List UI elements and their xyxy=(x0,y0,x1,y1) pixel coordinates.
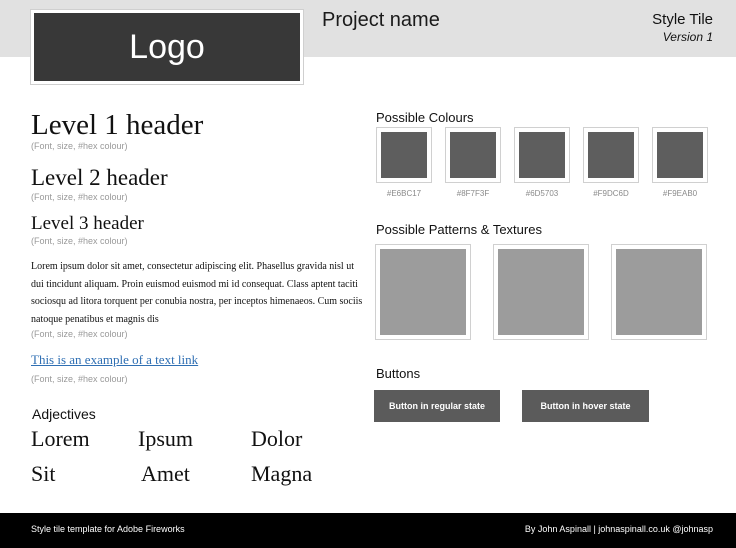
pattern-tile-fill xyxy=(498,249,584,335)
example-text-link[interactable]: This is an example of a text link xyxy=(31,352,199,367)
colour-hex-code: #F9DC6D xyxy=(593,189,629,198)
pattern-tile xyxy=(611,244,707,340)
patterns-title: Possible Patterns & Textures xyxy=(376,222,542,237)
pattern-tile-fill xyxy=(616,249,702,335)
colours-title: Possible Colours xyxy=(376,110,474,125)
body-font-note: (Font, size, #hex colour) xyxy=(31,329,128,339)
logo-frame: Logo xyxy=(30,9,304,85)
style-tile-title: Style Tile xyxy=(652,11,713,28)
pattern-tile xyxy=(493,244,589,340)
colour-swatch-fill xyxy=(657,132,703,178)
link-font-note: (Font, size, #hex colour) xyxy=(31,374,128,384)
level-2-header: Level 2 header xyxy=(31,165,168,190)
level-1-header: Level 1 header xyxy=(31,109,204,141)
colour-hex-code: #6D5703 xyxy=(525,189,559,198)
footer-template-note: Style tile template for Adobe Fireworks xyxy=(31,524,185,534)
adjective-word: Magna xyxy=(251,461,313,486)
footer-credit: By John Aspinall | johnaspinall.co.uk @j… xyxy=(524,524,713,534)
logo: Logo xyxy=(34,13,300,81)
footer-bar xyxy=(0,513,736,548)
adjectives-title: Adjectives xyxy=(32,406,96,422)
version-label: Version 1 xyxy=(662,30,713,44)
colour-hex-code: #E6BC17 xyxy=(386,189,422,198)
pattern-tile xyxy=(375,244,471,340)
regular-state-button[interactable]: Button in regular state xyxy=(374,390,500,422)
colour-swatch xyxy=(445,127,501,183)
adjective-word: Ipsum xyxy=(138,426,193,451)
project-name: Project name xyxy=(322,9,440,31)
level-3-header: Level 3 header xyxy=(31,213,144,234)
colour-swatch xyxy=(376,127,432,183)
colour-swatch-fill xyxy=(519,132,565,178)
colour-swatch-fill xyxy=(588,132,634,178)
h2-font-note: (Font, size, #hex colour) xyxy=(31,192,128,202)
adjective-word: Dolor xyxy=(251,426,303,451)
colour-swatch xyxy=(514,127,570,183)
adjective-word: Lorem xyxy=(31,426,90,451)
colour-hex-code: #8F7F3F xyxy=(456,189,490,198)
colour-swatch xyxy=(652,127,708,183)
buttons-title: Buttons xyxy=(376,366,421,381)
adjective-word: Sit xyxy=(31,461,56,486)
adjective-word: Amet xyxy=(141,461,190,486)
h3-font-note: (Font, size, #hex colour) xyxy=(31,236,128,246)
colour-swatch-fill xyxy=(381,132,427,178)
hover-state-button[interactable]: Button in hover state xyxy=(522,390,649,422)
colour-hex-code: #F9EAB0 xyxy=(662,189,698,198)
colour-swatch-fill xyxy=(450,132,496,178)
h1-font-note: (Font, size, #hex colour) xyxy=(31,141,128,151)
colour-swatch xyxy=(583,127,639,183)
body-paragraph: Lorem ipsum dolor sit amet, consectetur … xyxy=(31,261,363,325)
pattern-tile-fill xyxy=(380,249,466,335)
